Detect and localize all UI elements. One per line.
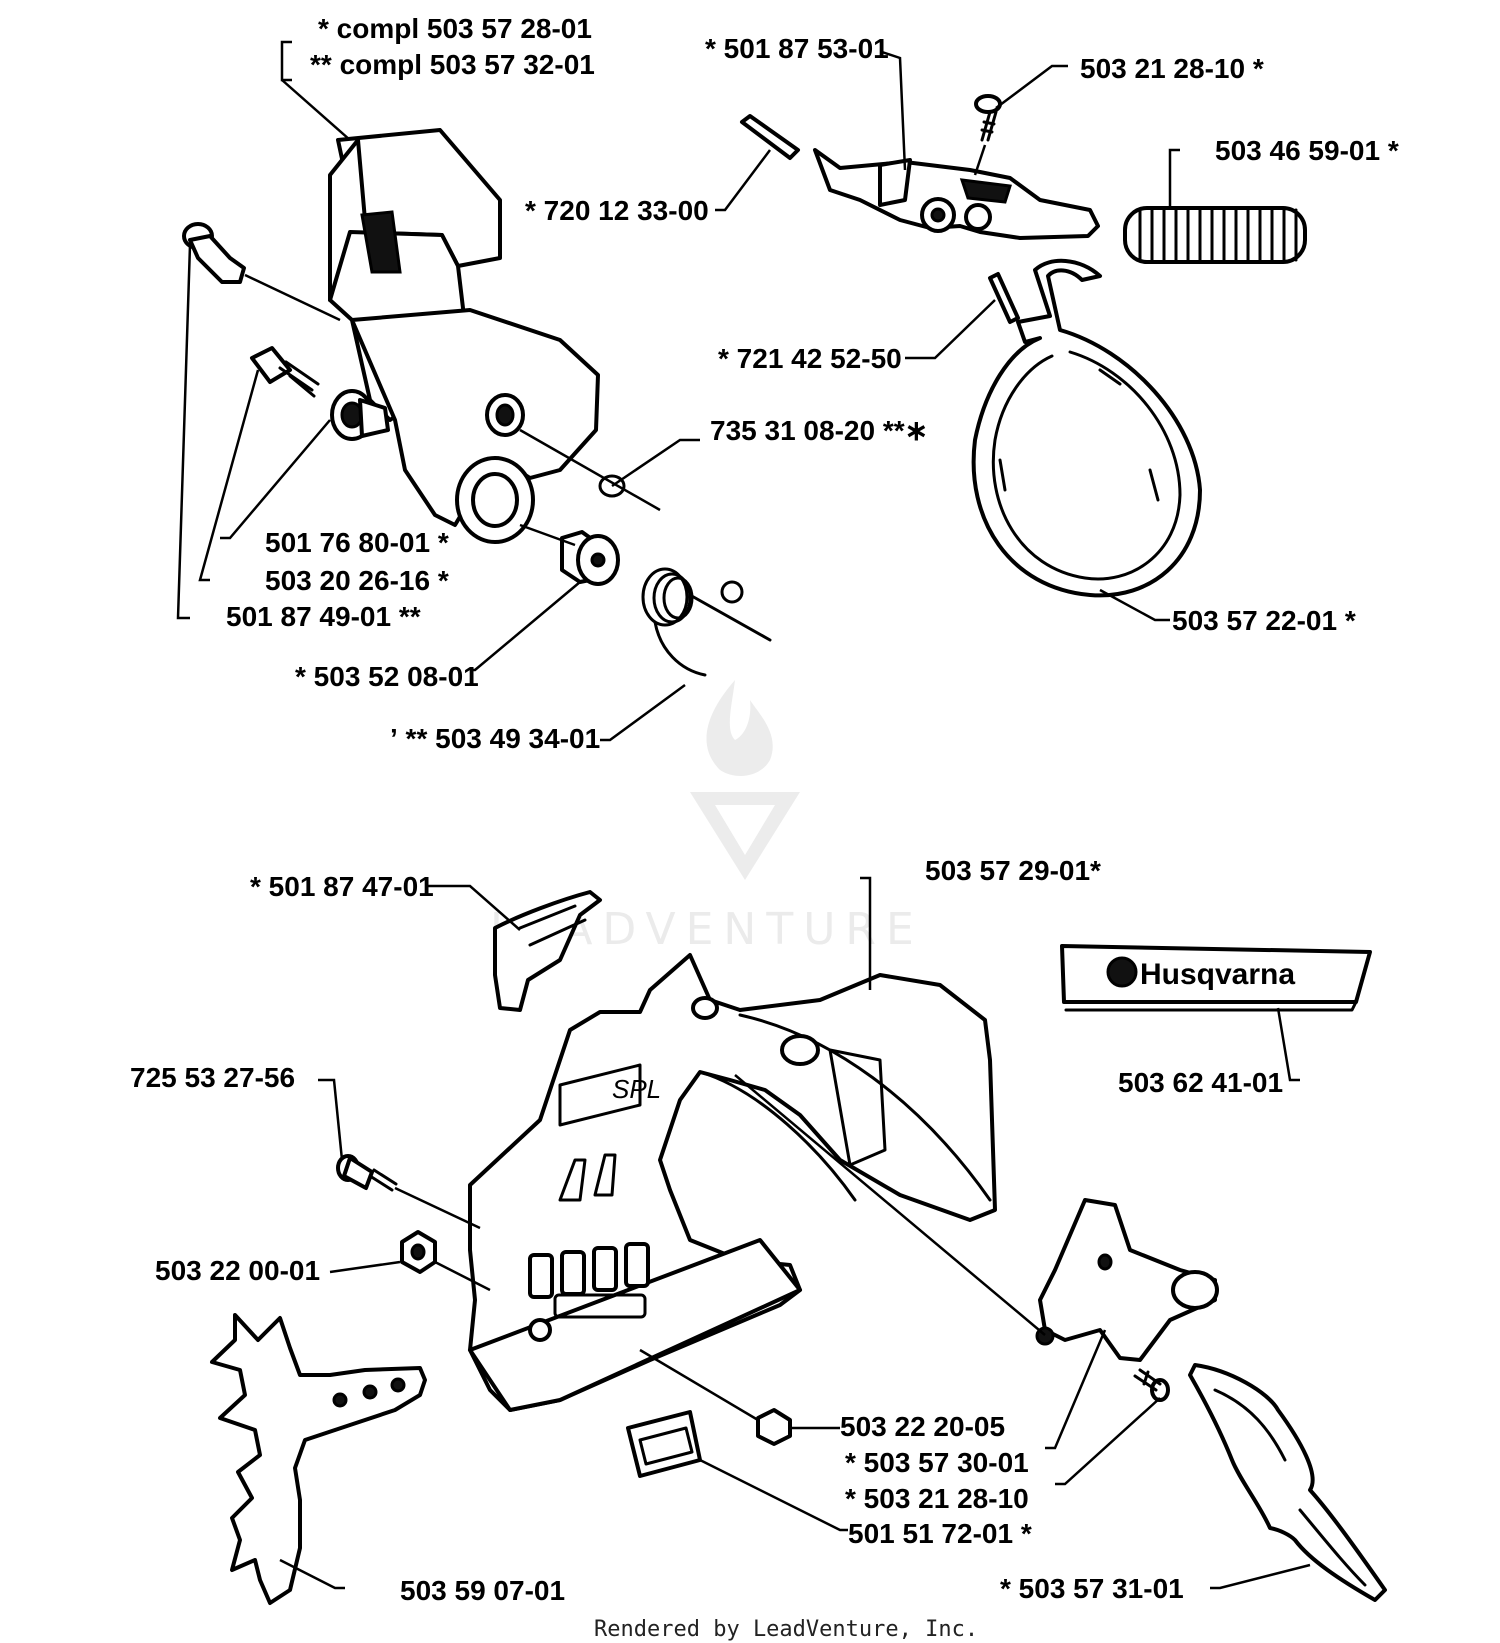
screw-bottom <box>1133 1368 1170 1402</box>
brake-lever <box>813 148 1100 240</box>
label-503-22-00-01: 503 22 00-01 <box>155 1255 320 1286</box>
label-503-20-26-16: 503 20 26-16 * <box>265 565 449 596</box>
brake-band <box>971 258 1202 598</box>
label-compl-1: * compl 503 57 28-01 <box>318 13 592 44</box>
screw-top <box>974 94 1002 142</box>
screw <box>250 346 320 398</box>
cover-screw <box>336 1154 398 1192</box>
brake-mechanism <box>715 50 1307 622</box>
label-503-62-41-01: 503 62 41-01 <box>1118 1067 1283 1098</box>
clutch-cover: SPL <box>468 953 997 1412</box>
bushing <box>330 389 390 441</box>
cover-embossing: SPL <box>612 1074 661 1104</box>
label-503-21-28-10-top: 503 21 28-10 * <box>1080 53 1264 84</box>
husqvarna-decal: Husqvarna <box>1060 944 1372 1012</box>
deflector-bracket <box>1035 1198 1219 1362</box>
guard-plate <box>1188 1363 1387 1602</box>
label-501-76-80-01: 501 76 80-01 * <box>265 527 449 558</box>
label-720-12-33-00: * 720 12 33-00 <box>525 195 709 226</box>
label-501-87-53-01: * 501 87 53-01 <box>705 33 889 64</box>
husqvarna-logo-icon <box>1106 956 1138 988</box>
label-503-46-59-01: 503 46 59-01 * <box>1215 135 1399 166</box>
guide-plate <box>493 890 602 1012</box>
brake-handle-assembly <box>176 40 772 742</box>
brake-spring <box>1123 206 1307 264</box>
decal-brand-text: Husqvarna <box>1140 958 1295 991</box>
label-503-49-34-01: ʼ ** 503 49 34-01 <box>390 723 600 754</box>
label-503-22-20-05: 503 22 20-05 <box>840 1411 1005 1442</box>
label-501-87-47-01: * 501 87 47-01 <box>250 871 434 902</box>
label-503-59-07-01: 503 59 07-01 <box>400 1575 565 1606</box>
label-503-52-08-01: * 503 52 08-01 <box>295 661 479 692</box>
label-503-57-22-01: 503 57 22-01 * <box>1172 605 1356 636</box>
label-735-31-08-20: 735 31 08-20 **∗ <box>710 415 928 446</box>
cover-nut <box>400 1230 437 1274</box>
pin <box>740 114 800 160</box>
label-503-57-29-01: 503 57 29-01* <box>925 855 1101 886</box>
label-725-53-27-56: 725 53 27-56 <box>130 1062 295 1093</box>
torsion-spring <box>641 567 772 677</box>
circlip <box>598 474 626 498</box>
label-721-42-52-50: * 721 42 52-50 <box>718 343 902 374</box>
pivot-bolt <box>182 222 246 284</box>
band-pin <box>988 272 1020 324</box>
part-labels: * compl 503 57 28-01 ** compl 503 57 32-… <box>130 13 1399 1606</box>
label-501-87-49-01: 501 87 49-01 ** <box>226 601 421 632</box>
footer-credit: Rendered by LeadVenture, Inc. <box>594 1617 978 1642</box>
shoulder-bolt <box>560 530 620 586</box>
bumper-spike <box>210 1313 427 1605</box>
label-503-57-30-01: * 503 57 30-01 <box>845 1447 1029 1478</box>
label-503-21-28-10-bottom: * 503 21 28-10 <box>845 1483 1029 1514</box>
label-compl-2: ** compl 503 57 32-01 <box>310 49 595 80</box>
clutch-cover-assembly: SPL <box>210 876 1387 1605</box>
nut-small <box>756 1408 792 1446</box>
chain-catcher <box>626 1410 702 1478</box>
label-501-51-72-01: 501 51 72-01 * <box>848 1518 1032 1549</box>
label-503-57-31-01: * 503 57 31-01 <box>1000 1573 1184 1604</box>
